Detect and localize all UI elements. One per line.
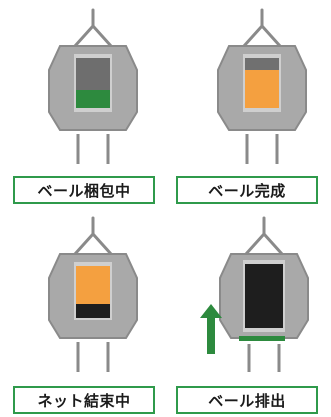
up-arrow-icon xyxy=(200,304,222,354)
bale-top xyxy=(76,266,110,304)
bale-forming xyxy=(76,90,110,108)
baler-wheels xyxy=(247,344,281,372)
panel-ejecting: ベール排出 xyxy=(165,208,330,416)
baler-wheels xyxy=(76,134,110,164)
chamber-top xyxy=(245,58,279,70)
label-ejecting: ベール排出 xyxy=(176,386,318,414)
panel-complete: ベール完成 xyxy=(165,0,330,208)
baler-wheels xyxy=(245,134,279,164)
baler-diagram-baling xyxy=(48,8,138,164)
panel-baling: ベール梱包中 xyxy=(0,0,165,208)
net-wrap xyxy=(76,304,110,318)
ejected-bale-strip xyxy=(239,336,285,341)
panel-net-wrapping: ネット結束中 xyxy=(0,208,165,416)
baler-diagram-complete xyxy=(217,8,307,164)
baler-hitch xyxy=(73,216,113,256)
bale-ejecting xyxy=(245,264,283,328)
baler-hitch xyxy=(73,8,113,48)
baler-hitch xyxy=(244,216,284,256)
baler-wheels xyxy=(76,342,110,372)
label-net-wrapping: ネット結束中 xyxy=(13,386,155,414)
baler-diagram-net-wrapping xyxy=(48,216,138,372)
baler-diagram-ejecting xyxy=(200,216,309,372)
baler-hitch xyxy=(242,8,282,48)
bale-complete xyxy=(245,70,279,108)
label-complete: ベール完成 xyxy=(176,176,318,204)
label-baling: ベール梱包中 xyxy=(13,176,155,204)
chamber-empty xyxy=(76,58,110,90)
